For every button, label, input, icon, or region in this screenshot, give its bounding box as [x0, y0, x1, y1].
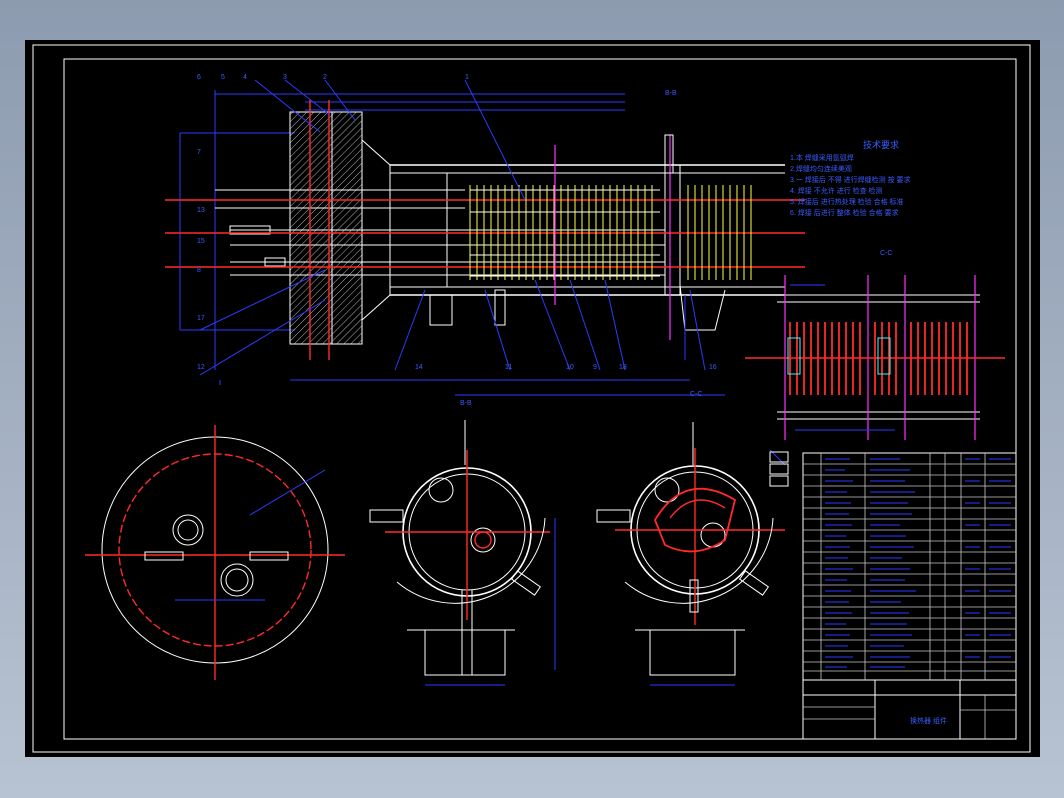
notes-title: 技术要求 [863, 139, 899, 150]
callout-4: 4 [243, 74, 247, 81]
callout-9: 9 [593, 364, 597, 371]
note-line-1: 1.本 焊缝采用氩弧焊 [790, 153, 854, 162]
callout-5: 5 [221, 74, 225, 81]
callout-14: 14 [415, 364, 423, 371]
note-line-2: 2.焊缝均匀连续美观 [790, 164, 852, 173]
flange-plate [289, 111, 333, 345]
detail-cc-view: C-C [745, 250, 1005, 440]
section-label-bb: B-B [665, 90, 677, 97]
outer-frame [32, 44, 1031, 753]
callout-17: 17 [197, 315, 205, 322]
callout-11: 11 [505, 364, 512, 371]
callout-7: 7 [197, 149, 201, 156]
callout-16: 16 [709, 364, 717, 371]
note-line-3: 3.一 焊接后 不得 进行焊缝检测 按 要求 [790, 175, 911, 184]
callout-15: 15 [197, 238, 205, 245]
inner-frame [63, 58, 1017, 740]
flange-end-view [85, 380, 345, 680]
section-view-label-bb: B-B [460, 400, 472, 407]
section-label-cc: C-C [880, 250, 892, 257]
callout-18: 18 [619, 364, 627, 371]
note-line-6: 6. 焊接 后进行 整体 检验 合格 要求 [790, 208, 899, 217]
section-view-label-cc: C-C [690, 391, 702, 398]
note-line-5: 5. 焊接后 进行热处理 检验 合格 标准 [790, 197, 904, 206]
callout-1: 1 [465, 74, 469, 81]
callout-12: 12 [197, 364, 205, 371]
callout-2: 2 [323, 74, 327, 81]
callout-8: 8 [197, 267, 201, 274]
callout-10: 10 [566, 364, 574, 371]
coil-fin-bundle [469, 185, 752, 280]
drawing-canvas: 6 5 4 3 2 1 7 13 15 8 17 12 14 11 10 9 1… [25, 40, 1040, 757]
callout-6: 6 [197, 74, 201, 81]
main-elevation-view: 6 5 4 3 2 1 7 13 15 8 17 12 14 11 10 9 1… [165, 74, 805, 396]
note-line-4: 4. 焊接 不允许 进行 检查 检测 [790, 186, 883, 195]
callout-3: 3 [283, 74, 287, 81]
flange-hub [331, 111, 363, 345]
cad-drawing: 6 5 4 3 2 1 7 13 15 8 17 12 14 11 10 9 1… [32, 44, 1031, 753]
callout-13: 13 [197, 207, 205, 214]
section-cc-view: C-C [596, 391, 786, 686]
parts-list-table: 换热器 组件 [802, 452, 1017, 740]
section-bb-view: B-B [369, 400, 556, 686]
technical-notes: 技术要求 1.本 焊缝采用氩弧焊 2.焊缝均匀连续美观 3.一 焊接后 不得 进… [790, 139, 911, 217]
titleblock-name: 换热器 组件 [910, 716, 947, 725]
